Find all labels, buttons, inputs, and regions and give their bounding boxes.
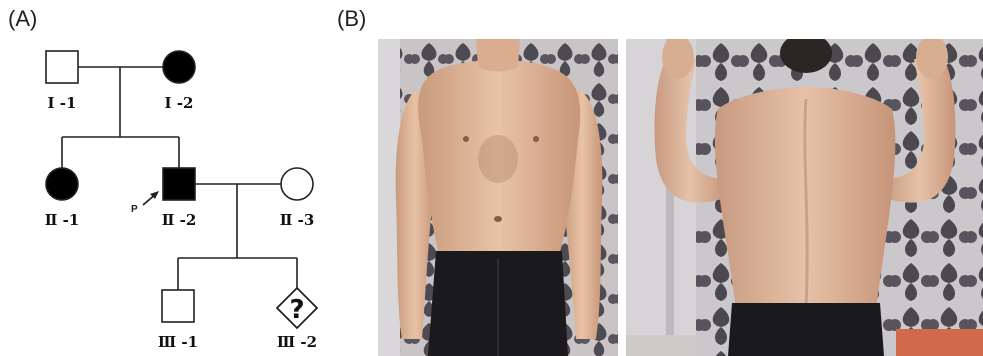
label-i2: Ⅰ -2 <box>165 94 194 112</box>
individual-ii2-male-affected <box>163 168 195 200</box>
label-ii3: Ⅱ -3 <box>280 211 315 229</box>
label-iii1: Ⅲ -1 <box>158 333 198 351</box>
label-iii2: Ⅲ -2 <box>277 333 317 351</box>
back-view-photo <box>626 39 983 356</box>
unknown-status-symbol: ? <box>289 295 304 325</box>
individual-i1-male-unaffected <box>46 51 78 83</box>
individual-i2-female-affected <box>163 51 195 83</box>
individual-ii1-female-affected <box>46 168 78 200</box>
front-view-photo <box>378 39 618 356</box>
individual-ii3-female-unaffected <box>281 168 313 200</box>
label-i1: Ⅰ -1 <box>48 94 77 112</box>
proband-marker: P <box>131 204 138 215</box>
label-ii2: Ⅱ -2 <box>162 211 197 229</box>
pedigree-chart: P ? Ⅰ -1 Ⅰ -2 Ⅱ -1 Ⅱ -2 Ⅱ -3 Ⅲ -1 Ⅲ -2 <box>0 0 340 356</box>
proband-arrow <box>143 191 159 205</box>
label-ii1: Ⅱ -1 <box>45 211 80 229</box>
individual-iii1-male-unaffected <box>162 290 194 322</box>
panel-b-label: (B) <box>337 6 366 32</box>
